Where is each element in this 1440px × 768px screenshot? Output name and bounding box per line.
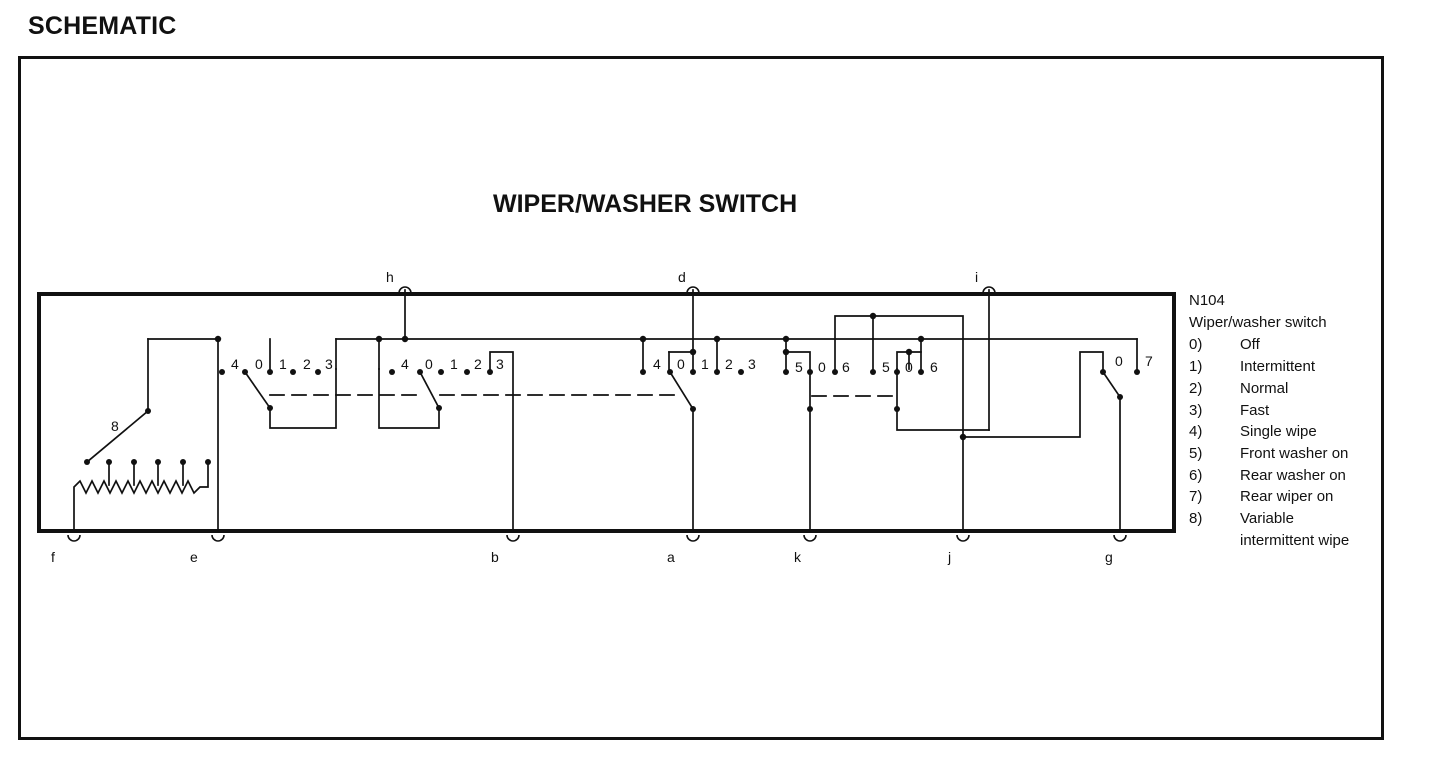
terminal-k-connector: [803, 534, 817, 542]
terminal-label-f: f: [51, 549, 55, 565]
group1-label: 4: [231, 356, 239, 372]
svg-text:3: 3: [748, 356, 756, 372]
svg-text:0: 0: [425, 356, 433, 372]
group5-loop: [896, 351, 922, 370]
group2-blade: [418, 370, 441, 410]
group4-link: [785, 338, 811, 370]
terminal-label-j: j: [947, 549, 951, 565]
group2-label: 4: [401, 356, 409, 372]
legend-item: 0)Off: [1189, 336, 1260, 354]
svg-text:2: 2: [725, 356, 733, 372]
terminal-j-connector: [956, 534, 970, 542]
terminal-label-d: d: [678, 269, 686, 285]
svg-text:6: 6: [930, 359, 938, 375]
switch-housing: [37, 292, 1176, 533]
terminal-d-connector: [686, 286, 700, 294]
legend-item: 4)Single wipe: [1189, 423, 1317, 441]
group3-label: 4: [653, 356, 661, 372]
diagram-title: WIPER/WASHER SWITCH: [493, 190, 798, 218]
group5-label: 5: [882, 359, 890, 375]
rheostat-resistor: [73, 461, 209, 532]
rheostat-label: 8: [111, 418, 119, 434]
terminal-label-a: a: [667, 549, 675, 565]
svg-text:0: 0: [255, 356, 263, 372]
legend-item: 5)Front washer on: [1189, 444, 1349, 462]
svg-text:1: 1: [450, 356, 458, 372]
terminal-a-connector: [686, 534, 700, 542]
svg-text:7: 7: [1145, 353, 1153, 369]
terminal-label-h: h: [386, 269, 394, 285]
group4-label: 5: [795, 359, 803, 375]
group2-contact3: [489, 351, 514, 532]
component-name: Wiper/washer switch: [1189, 313, 1327, 331]
svg-text:2: 2: [303, 356, 311, 372]
group2-loop: [378, 368, 440, 429]
svg-text:1: 1: [701, 356, 709, 372]
terminal-label-e: e: [190, 549, 198, 565]
terminal-label-g: g: [1105, 549, 1113, 565]
svg-text:2: 2: [474, 356, 482, 372]
component-legend: N104 Wiper/washer switch 0)Off 1)Intermi…: [1189, 290, 1380, 551]
terminal-h-connector: [398, 286, 412, 294]
component-ref: N104: [1189, 292, 1225, 309]
terminal-e-connector: [211, 534, 225, 542]
svg-text:6: 6: [842, 359, 850, 375]
terminal-label-k: k: [794, 549, 802, 565]
svg-text:3: 3: [325, 356, 333, 372]
group6-label: 0: [1115, 353, 1123, 369]
svg-text:0: 0: [677, 356, 685, 372]
svg-text:0: 0: [818, 359, 826, 375]
group1-loop: [269, 368, 337, 429]
legend-item: 8)Variable intermittent wipe: [1189, 510, 1350, 549]
group5-link: [834, 315, 964, 532]
svg-text:3: 3: [496, 356, 504, 372]
group3-blade: [668, 370, 695, 411]
rheostat-blade: [85, 409, 150, 464]
terminal-label-b: b: [491, 549, 499, 565]
legend-item: 7)Rear wiper on: [1189, 488, 1334, 506]
legend-item: 1)Intermittent: [1189, 358, 1316, 376]
terminal-i-connector: [982, 286, 996, 294]
svg-text:1: 1: [279, 356, 287, 372]
legend-item: 2)Normal: [1189, 379, 1289, 397]
terminal-g-connector: [1113, 534, 1127, 542]
svg-text:0: 0: [905, 359, 913, 375]
group1-blade: [243, 370, 272, 410]
terminal-label-i: i: [975, 269, 978, 285]
terminal-f-connector: [67, 534, 81, 542]
schematic-frame: [18, 56, 1384, 740]
terminal-b-connector: [506, 534, 520, 542]
legend-item: 3)Fast: [1189, 401, 1270, 419]
legend-item: 6)Rear washer on: [1189, 466, 1346, 484]
group6-blade: [1101, 370, 1122, 399]
group6-link: [962, 351, 1104, 438]
page-heading: SCHEMATIC: [28, 12, 177, 40]
